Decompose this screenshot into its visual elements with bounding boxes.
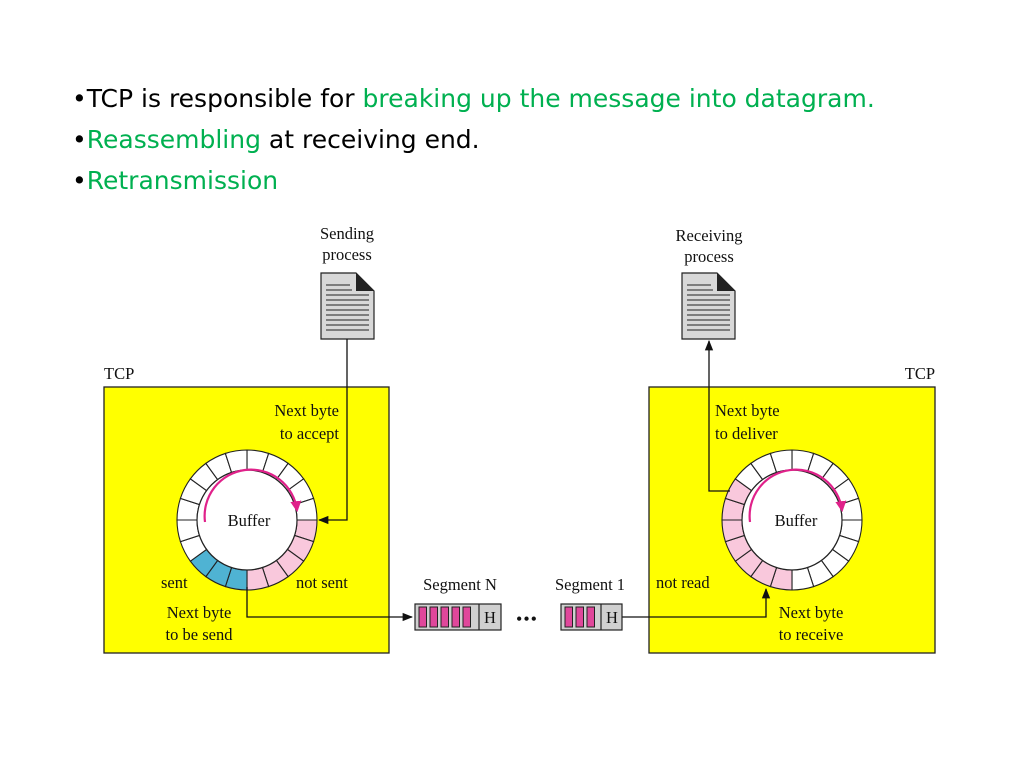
segment-1-header: H [606,608,618,627]
not-read-label: not read [656,573,710,592]
bullet-marker: • [72,166,87,195]
segment-data-cell [418,606,427,628]
deliver-arrow [704,339,730,492]
not-sent-label: not sent [296,573,348,592]
segment-data-cell [575,606,584,628]
segment-1-packet: H [560,603,623,631]
bullet-item: •TCP is responsible for breaking up the … [72,78,875,119]
bullet-highlight: Retransmission [86,166,279,195]
segment-1-label: Segment 1 [555,575,625,594]
receiver-rotation-arrow-icon [748,468,847,523]
segment-data-cell [586,606,595,628]
receive-arrow [622,587,771,618]
segment-data-cell [451,606,460,628]
bullet-text: TCP is responsible for [86,84,363,113]
segment-n-label: Segment N [423,575,497,594]
ellipsis: ••• [516,609,538,629]
bullet-marker: • [72,84,87,113]
next-byte-to-receive-label: Next byte [779,603,844,622]
receiver-buffer-label: Buffer [775,511,818,530]
receiver-tcp-label: TCP [905,364,935,383]
sending-process-document-icon [320,272,375,340]
sender-tcp-label: TCP [104,364,134,383]
next-byte-to-deliver-label: Next byte [715,401,780,420]
next-byte-to-accept-label: Next byte [274,401,339,420]
bullet-item: •Retransmission [72,160,875,201]
sending-process-label: process [322,245,371,264]
segment-data-cell [462,606,471,628]
next-byte-to-be-send-label: to be send [166,625,234,644]
next-byte-to-deliver-label: to deliver [715,424,778,443]
sent-label: sent [161,573,188,592]
segment-n-header: H [484,608,496,627]
segment-n-packet: H [414,603,502,631]
next-byte-to-be-send-label: Next byte [167,603,232,622]
sender-buffer-label: Buffer [228,511,271,530]
bullet-list: •TCP is responsible for breaking up the … [72,78,875,201]
accept-arrow [317,339,348,525]
segment-data-cell [440,606,449,628]
sending-process-label: Sending [320,224,374,243]
segment-data-cell [564,606,573,628]
receiving-process-document-icon [681,272,736,340]
send-arrow [246,587,414,622]
bullet-highlight: Reassembling [86,125,261,154]
bullet-text: at receiving end. [260,125,480,154]
bullet-marker: • [72,125,87,154]
receiving-process-label: process [684,247,733,266]
bullet-item: •Reassembling at receiving end. [72,119,875,160]
bullet-highlight: breaking up the message into datagram. [362,84,875,113]
segment-data-cell [429,606,438,628]
sender-rotation-arrow-icon [203,468,302,523]
next-byte-to-accept-label: to accept [280,424,340,443]
receiving-process-label: Receiving [676,226,743,245]
next-byte-to-receive-label: to receive [779,625,844,644]
